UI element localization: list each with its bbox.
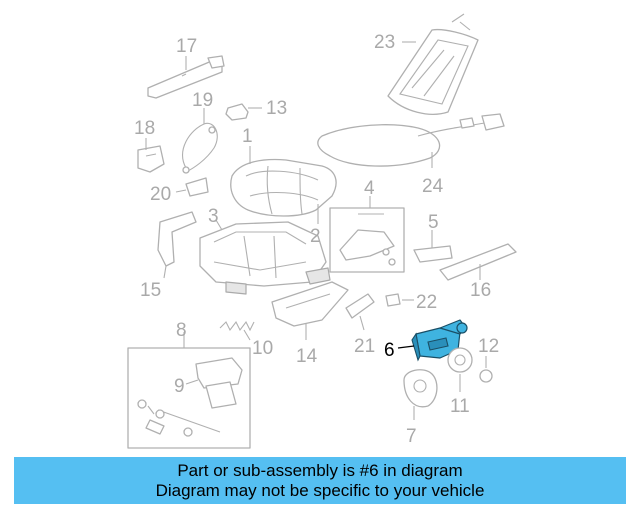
callout-18: 18: [134, 118, 155, 139]
part-24-harness: [317, 113, 505, 167]
callout-20: 20: [150, 184, 171, 205]
callout-23: 23: [374, 32, 395, 53]
part-13-clip: [225, 103, 249, 121]
part-23-seatback-frame: [387, 13, 479, 115]
part-11-gear: [447, 347, 473, 373]
callout-11: 11: [450, 396, 470, 417]
part-16-long-trim: [439, 243, 517, 281]
callout-5: 5: [428, 212, 439, 233]
callout-15: 15: [140, 280, 161, 301]
banner-line-1: Part or sub-assembly is #6 in diagram: [177, 460, 463, 480]
part-5-handle: [413, 245, 453, 263]
callout-12: 12: [478, 336, 499, 357]
part-3-seat-frame: [199, 221, 331, 295]
callout-3: 3: [208, 206, 219, 227]
callout-16: 16: [470, 280, 491, 301]
callout-1: 1: [242, 126, 253, 147]
callout-17: 17: [176, 36, 197, 57]
callout-13: 13: [266, 98, 287, 119]
part-10-spring: [219, 320, 255, 332]
part-22-cap: [385, 293, 401, 307]
part-17-trim-strip: [147, 55, 225, 99]
part-14-side-shield: [271, 281, 349, 327]
callout-8: 8: [176, 320, 187, 341]
part-4-lumbar-kit: [329, 207, 405, 273]
part-7-motor: [403, 369, 438, 408]
callout-19: 19: [192, 90, 213, 111]
info-banner: Part or sub-assembly is #6 in diagram Di…: [14, 457, 626, 504]
part-21-bracket: [345, 293, 375, 319]
part-1-seat-cushion: [230, 158, 337, 217]
parts-diagram: 17 19 13 18 20 1 23: [127, 13, 517, 449]
part-6-highlighted-motor: [411, 319, 468, 362]
part-9-motor: [137, 357, 243, 437]
callout-4: 4: [364, 178, 375, 199]
banner-line-2: Diagram may not be specific to your vehi…: [155, 480, 485, 500]
callout-7: 7: [406, 426, 417, 447]
callout-9: 9: [174, 376, 185, 397]
callout-21: 21: [354, 336, 375, 357]
callout-2: 2: [310, 226, 321, 247]
part-12-bushing: [479, 369, 493, 383]
callout-14: 14: [296, 346, 318, 367]
part-19-cable: [182, 122, 218, 174]
part-20-switch: [185, 177, 209, 197]
callout-24: 24: [422, 176, 444, 197]
part-18-bracket: [137, 145, 165, 173]
callout-22: 22: [416, 292, 437, 313]
callout-10: 10: [252, 338, 273, 359]
callout-6: 6: [384, 340, 395, 361]
part-15-side-trim: [157, 211, 197, 267]
